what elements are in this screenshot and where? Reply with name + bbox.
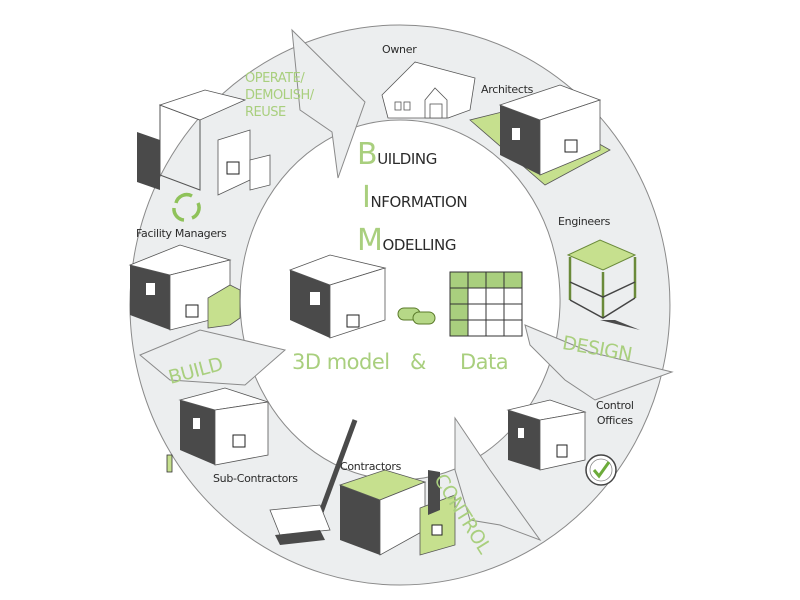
data-grid-cell (449, 287, 469, 305)
data-grid-icon (449, 271, 523, 337)
arrow-build (139, 329, 287, 386)
center-data-label: Data (460, 350, 509, 374)
data-grid-cell (503, 303, 523, 321)
phase-operate-line: DEMOLISH/ (245, 88, 314, 103)
arrow-control (454, 416, 542, 542)
sub-contractors-house-icon (166, 387, 269, 473)
control-offices-line: Offices (596, 414, 633, 427)
architects-label: Architects (481, 83, 534, 96)
engineers-label: Engineers (558, 215, 611, 228)
data-grid-cell (467, 319, 487, 337)
title-initial: M (357, 223, 383, 258)
crane-icon (269, 419, 358, 545)
engineers-frame-icon (566, 239, 640, 330)
data-grid-cell (467, 271, 487, 289)
owner-house-icon (381, 61, 476, 119)
phase-arrows (139, 28, 674, 542)
data-grid-cell (503, 271, 523, 289)
data-grid-cell (449, 271, 469, 289)
data-grid-cell (467, 287, 487, 305)
phase-operate-line: REUSE (245, 105, 286, 120)
owner-label: Owner (382, 43, 417, 56)
sub-contractors-label: Sub-Contractors (213, 472, 298, 485)
contractors-house-icon (338, 469, 456, 556)
data-grid-cell (449, 319, 469, 337)
chain-link-icon (397, 307, 436, 325)
recycle-icon (172, 192, 201, 222)
title-initial: B (357, 137, 378, 172)
phase-operate-label: OPERATE/ DEMOLISH/ REUSE (245, 70, 314, 121)
operate-house-icon (137, 89, 271, 196)
data-grid-cell (503, 287, 523, 305)
title-line-modelling: MODELLING (357, 223, 457, 258)
data-grid-cell (467, 303, 487, 321)
title-rest: UILDING (377, 150, 437, 168)
architects-house-icon (469, 84, 611, 186)
control-offices-line: Control (596, 399, 634, 412)
title-rest: ODELLING (382, 236, 457, 254)
data-grid-cell (485, 303, 505, 321)
approved-badge-icon (585, 454, 617, 486)
control-offices-house-icon (506, 399, 587, 471)
title-line-information: INFORMATION (362, 180, 468, 215)
data-grid-cell (449, 303, 469, 321)
center-3d-model-icon (288, 254, 387, 339)
data-grid-cell (503, 319, 523, 337)
arrow-top (291, 28, 366, 179)
arrow-design (524, 324, 674, 401)
facility-managers-house-icon (128, 244, 241, 331)
title-line-building: BUILDING (357, 140, 437, 170)
contractors-label: Contractors (340, 460, 402, 473)
control-offices-label: Control Offices (596, 398, 634, 428)
center-ampersand: & (410, 350, 426, 374)
facility-managers-label: Facility Managers (136, 227, 227, 240)
data-grid-cell (485, 319, 505, 337)
data-grid-cell (485, 287, 505, 305)
phase-operate-line: OPERATE/ (245, 71, 305, 86)
center-3d-model-label: 3D model (292, 350, 390, 374)
data-grid-cell (485, 271, 505, 289)
title-initial: I (362, 180, 371, 215)
title-rest: NFORMATION (370, 193, 468, 211)
